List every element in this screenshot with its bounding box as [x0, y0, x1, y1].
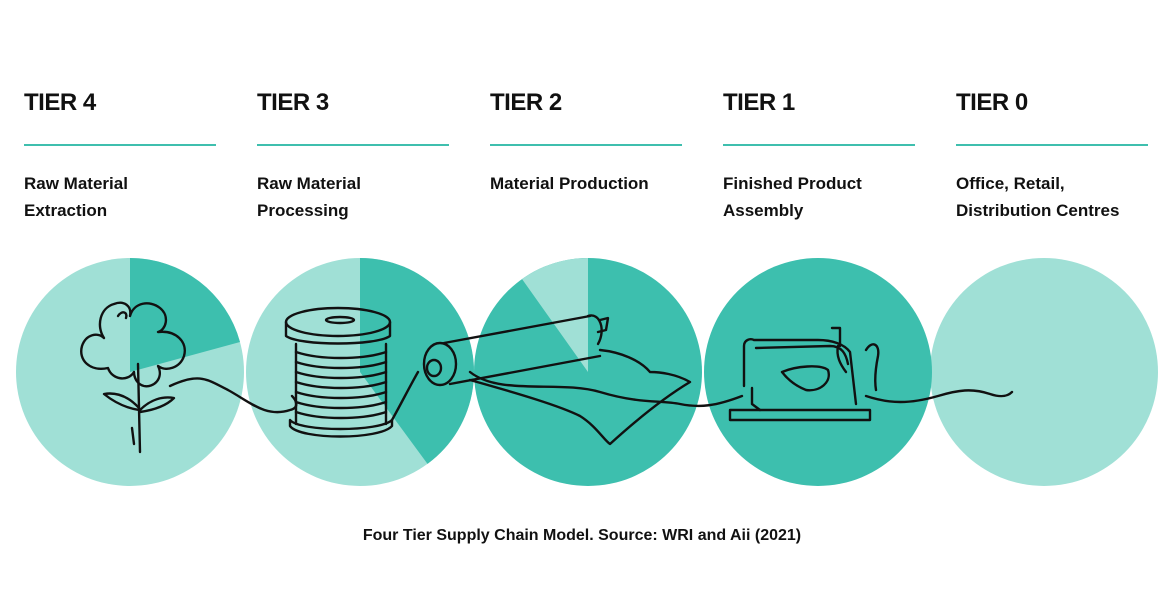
tier-2-circle: [474, 257, 702, 486]
tier-2-column: TIER 2 Material Production: [490, 88, 682, 197]
divider-line: [723, 144, 915, 146]
tier-description-line: Office, Retail,: [956, 174, 1065, 193]
tier-description-line: Finished Product: [723, 174, 862, 193]
tier-0-circle: [930, 258, 1158, 486]
tier-1-circle: [704, 258, 932, 486]
divider-line: [490, 144, 682, 146]
cotton-plant-icon: [80, 301, 186, 454]
fabric-roll-icon: [422, 314, 692, 446]
tier-description: Finished Product Assembly: [723, 170, 915, 224]
tier-4-circle: [16, 258, 244, 486]
tier-description-line: Processing: [257, 201, 349, 220]
thread-spool-icon: [284, 306, 394, 438]
tier-description: Office, Retail, Distribution Centres: [956, 170, 1148, 224]
tier-0-column: TIER 0 Office, Retail, Distribution Cent…: [956, 88, 1148, 224]
tier-description-line: Distribution Centres: [956, 201, 1120, 220]
tier-title: TIER 2: [490, 89, 562, 116]
tier-description: Material Production: [490, 170, 682, 197]
connecting-thread-line: [168, 370, 1014, 422]
tier-4-column: TIER 4 Raw Material Extraction: [24, 88, 216, 224]
divider-line: [956, 144, 1148, 146]
tier-title: TIER 3: [257, 89, 329, 116]
tier-3-circle: [246, 258, 474, 486]
tier-description-line: Material Production: [490, 174, 649, 193]
tier-description: Raw Material Extraction: [24, 170, 216, 224]
tier-title: TIER 0: [956, 89, 1028, 116]
tier-title: TIER 1: [723, 89, 795, 116]
tier-description-line: Raw Material: [24, 174, 128, 193]
tier-description-line: Assembly: [723, 201, 804, 220]
sewing-machine-icon: [728, 326, 880, 422]
tier-3-column: TIER 3 Raw Material Processing: [257, 88, 449, 224]
divider-line: [24, 144, 216, 146]
figure-caption: Four Tier Supply Chain Model. Source: WR…: [362, 527, 802, 544]
tier-1-column: TIER 1 Finished Product Assembly: [723, 88, 915, 224]
tier-title: TIER 4: [24, 89, 96, 116]
tier-description: Raw Material Processing: [257, 170, 449, 224]
tier-description-line: Extraction: [24, 201, 108, 220]
divider-line: [257, 144, 449, 146]
tier-description-line: Raw Material: [257, 174, 361, 193]
